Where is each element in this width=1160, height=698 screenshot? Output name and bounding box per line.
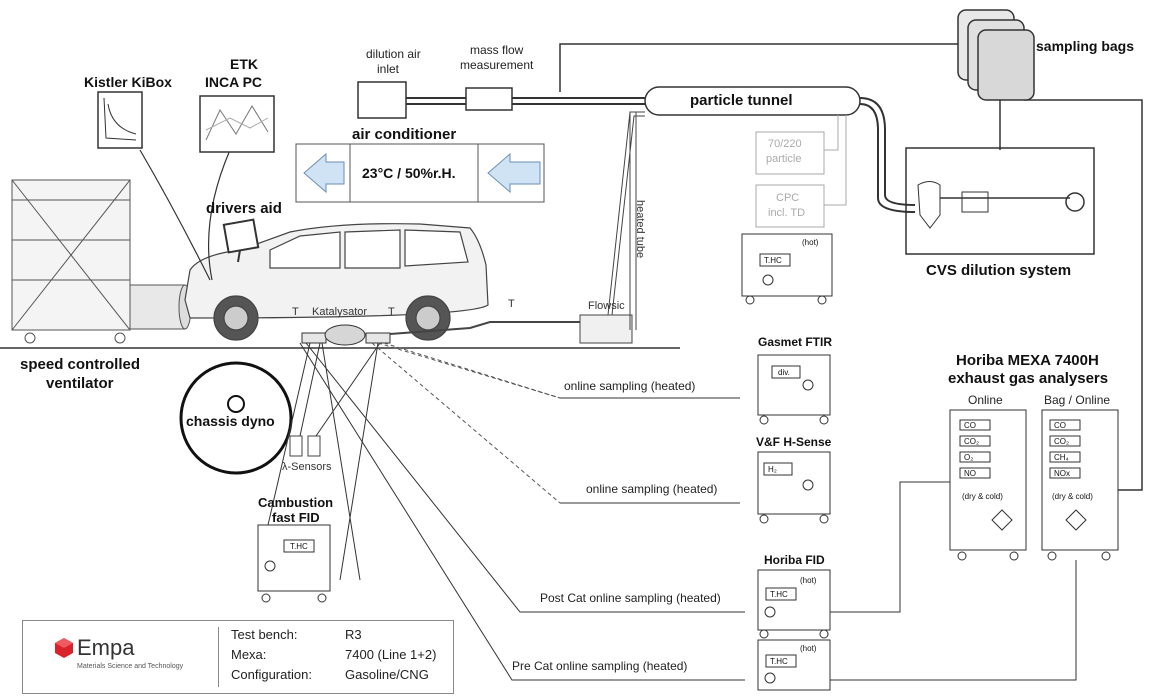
sampling-lines-dashed [371,342,561,504]
gas-online-3: O₂ [964,453,974,462]
gas-online-2: CO₂ [964,437,980,446]
sampling-label-1: online sampling (heated) [564,379,696,393]
vf-label: V&F H-Sense [756,435,832,449]
gas-bag-2: CO₂ [1054,437,1070,446]
etk-label: ETK [230,56,258,72]
sampling-bags [957,9,1035,101]
horiba-fid-unit [757,569,831,639]
ac-arrow-right [487,152,541,194]
particle-instruments [755,115,847,228]
kistler-label: Kistler KiBox [84,74,172,90]
ventilator-label-2: ventilator [46,375,114,392]
thc-text-3: T.HC [770,590,788,599]
info-value-1: R3 [345,627,362,642]
gas-online-4: NO [964,469,976,478]
dilution-inlet-box [357,81,407,119]
kistler-panel [97,91,143,149]
t-label-1: T [292,306,299,318]
lambda-sensor-2 [307,435,321,457]
thc-text-1: T.HC [764,256,782,265]
katalysator-label: Katalysator [312,306,368,318]
gas-online-1: CO [964,421,976,430]
info-panel: Empa Materials Science and Technology Te… [22,620,454,694]
info-key-2: Mexa: [231,647,267,662]
flowsic-label: Flowsic [588,300,625,312]
hot-text-1: (hot) [802,238,819,247]
empa-logo-subtitle: Materials Science and Technology [77,663,184,670]
cvs-system-box [905,147,1095,255]
mexa-bag-unit [1041,409,1119,561]
info-key-1: Test bench: [231,627,298,642]
inca-label: INCA PC [205,74,263,90]
lambda-label: λ-Sensors [282,461,332,473]
air-conditioner-label: air conditioner [352,126,457,143]
t-label-3: T [508,298,515,310]
t-label-2: T [388,306,395,318]
dilution-air-label: dilution air [366,47,421,61]
info-value-2: 7400 (Line 1+2) [345,647,437,662]
ac-setting-label: 23°C / 50%r.H. [362,165,456,181]
chassis-dyno-label: chassis dyno [186,413,275,429]
cvs-label: CVS dilution system [926,262,1072,279]
pre-cat-label: Pre Cat online sampling (heated) [512,659,688,673]
h2-text: H₂ [768,465,777,474]
ac-arrow-left [303,152,345,194]
particle-line2: particle [766,153,802,165]
hot-text-3: (hot) [800,644,817,653]
sampling-bags-label: sampling bags [1036,38,1135,54]
dry-cold-2: (dry & cold) [1052,492,1093,501]
drivers-aid-label: drivers aid [206,200,282,217]
div-text: div. [778,368,790,377]
bag-online-label: Bag / Online [1044,393,1111,407]
drivers-aid-monitor [222,218,260,254]
particle-tunnel-label: particle tunnel [690,92,793,109]
measurement-label: measurement [460,58,534,72]
online-label: Online [968,393,1003,407]
hot-text-2: (hot) [800,576,817,585]
thc-text-2: T.HC [290,542,308,551]
mass-flow-label: mass flow [470,43,524,57]
horiba-fid-unit-2 [757,639,831,691]
post-cat-label: Post Cat online sampling (heated) [540,591,721,605]
flowsic-box [579,314,633,344]
mass-flow-box [465,87,513,111]
gas-bag-1: CO [1054,421,1066,430]
info-key-3: Configuration: [231,667,312,682]
mexa-label-1: Horiba MEXA 7400H [956,352,1099,369]
info-separator [218,627,219,687]
particle-line1: 70/220 [768,138,802,150]
horiba-fid-label: Horiba FID [764,553,825,567]
thc-text-4: T.HC [770,657,788,666]
empa-logo-icon [55,638,73,658]
heated-tube-label: heated tube [634,200,646,259]
sampling-lines [267,342,1077,681]
gasmet-label: Gasmet FTIR [758,335,833,349]
speed-controlled-ventilator [11,179,192,344]
gas-bag-3: CH₄ [1054,453,1069,462]
catalyst [301,324,391,346]
gasmet-ftir-unit [757,354,831,425]
etk-panel [199,95,275,153]
cpc-line2: incl. TD [768,207,806,219]
lambda-sensor-1 [289,435,303,457]
info-value-3: Gasoline/CNG [345,667,429,682]
thc-analyzer-top [741,233,833,305]
cambustion-label-2: fast FID [272,510,320,525]
chassis-dyno-roller [179,361,293,475]
mexa-online-unit [949,409,1027,561]
vf-hsense-unit [757,451,831,524]
cambustion-unit [257,524,331,603]
test-vehicle [184,223,489,341]
particle-tunnel [644,86,861,116]
ventilator-label-1: speed controlled [20,356,141,373]
sampling-label-2: online sampling (heated) [586,482,718,496]
empa-logo-name: Empa [77,635,135,660]
mexa-label-2: exhaust gas analysers [948,370,1109,387]
cpc-line1: CPC [776,192,800,204]
dry-cold-1: (dry & cold) [962,492,1003,501]
cambustion-label-1: Cambustion [258,495,334,510]
inlet-label: inlet [377,62,400,76]
gas-bag-4: NOx [1054,469,1070,478]
